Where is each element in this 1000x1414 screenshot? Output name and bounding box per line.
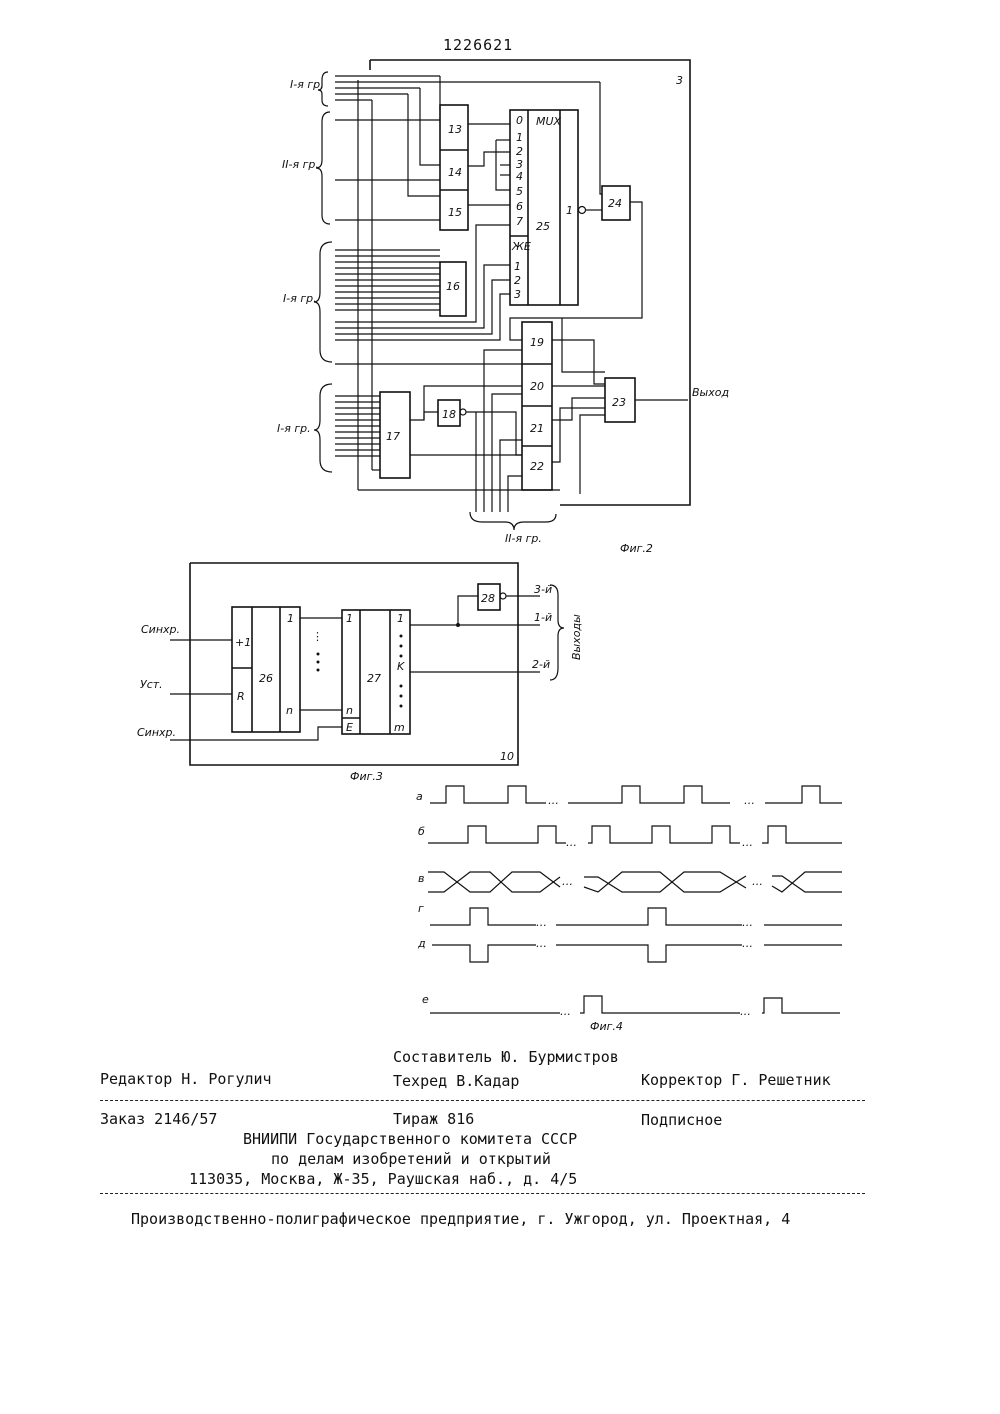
block-19: 19 [530, 336, 544, 349]
counter-reset: R [237, 690, 245, 703]
mux-input-label: 0 [516, 114, 523, 127]
fig2-group-label: II-я гр. [505, 532, 542, 545]
fig3-input-set: Уст. [140, 678, 163, 691]
mem-in1: 1 [346, 612, 353, 625]
svg-text:…: … [548, 794, 559, 807]
divider [100, 1193, 865, 1194]
block-18: 18 [442, 408, 456, 421]
counter-plus: +1 [235, 636, 251, 649]
org-line-2: по делам изобретений и открытий [271, 1150, 551, 1168]
fig3-input-sync: Синхр. [141, 623, 180, 636]
timing-row-label: а [416, 790, 423, 803]
block-14: 14 [448, 166, 462, 179]
counter-26: 26 [259, 672, 273, 685]
fig4-timing-diagram: а б в г д е Фиг.4 … … … … … … … … [416, 786, 842, 1033]
fig2-output-label: Выход [692, 386, 729, 399]
mux-input-label: 5 [516, 185, 523, 198]
fig2-group-label: I-я гр. [290, 78, 324, 91]
block-17: 17 [386, 430, 400, 443]
block-16: 16 [446, 280, 460, 293]
block-25: 25 [536, 220, 550, 233]
mux-input-label: 6 [516, 200, 523, 213]
fig4-caption: Фиг.4 [590, 1020, 623, 1033]
block-21: 21 [530, 422, 544, 435]
block-20: 20 [530, 380, 544, 393]
svg-text:…: … [566, 836, 577, 849]
svg-text:…: … [742, 916, 753, 929]
fig2-block-number: 3 [676, 74, 683, 87]
mux-input-label: 1 [516, 131, 523, 144]
timing-row-label: б [418, 825, 425, 838]
composer: Составитель Ю. Бурмистров [393, 1048, 619, 1066]
block-15: 15 [448, 206, 462, 219]
svg-text:…: … [740, 1005, 751, 1018]
fig3-output-2: 2-й [532, 658, 550, 671]
mux-input-label: 4 [516, 170, 523, 183]
timing-row-label: е [422, 993, 429, 1006]
fig3-block-number: 10 [500, 750, 514, 763]
fig2-group-label: II-я гр. [282, 158, 319, 171]
printer: Производственно-полиграфическое предприя… [131, 1210, 790, 1228]
editor: Редактор Н. Рогулич [100, 1070, 272, 1088]
fig3-caption: Фиг.3 [350, 770, 383, 783]
counter-qn: n [286, 704, 293, 717]
mux-sel-label: 1 [514, 260, 521, 273]
org-line-1: ВНИИПИ Государственного комитета СССР [243, 1130, 577, 1148]
mem-outm: m [394, 721, 405, 734]
divider [100, 1100, 865, 1101]
block-23: 23 [612, 396, 626, 409]
svg-text:…: … [742, 836, 753, 849]
fig3-output-3: 3-й [534, 583, 552, 596]
fig2-caption: Фиг.2 [620, 542, 653, 555]
svg-text:…: … [744, 794, 755, 807]
svg-text:…: … [742, 937, 753, 950]
timing-row-label: в [418, 872, 424, 885]
address: 113035, Москва, Ж-35, Раушская наб., д. … [189, 1170, 577, 1188]
block-24: 24 [608, 197, 622, 210]
fig3-outputs-label: Выходы [570, 614, 583, 660]
fig2-group-label: I-я гр. [283, 292, 317, 305]
circulation: Тираж 816 [393, 1110, 474, 1128]
counter-q1: 1 [287, 612, 294, 625]
svg-text:…: … [752, 875, 763, 888]
mem-27: 27 [367, 672, 381, 685]
svg-text:…: … [536, 937, 547, 950]
mux-ce-label: ЖЕ [511, 240, 531, 253]
mux-sel-label: 2 [514, 274, 521, 287]
svg-text:…: … [560, 1005, 571, 1018]
timing-row-label: д [417, 937, 426, 950]
corrector: Корректор Г. Решетник [641, 1071, 831, 1089]
fig2-diagram: 3 I-я гр. II-я гр. I-я гр. I-я гр. II-я … [277, 60, 729, 555]
mem-inn: n [346, 704, 353, 717]
mux-input-label: 2 [516, 145, 523, 158]
mem-outk: K [397, 660, 405, 673]
mem-out1: 1 [397, 612, 404, 625]
techred: Техред В.Кадар [393, 1072, 519, 1090]
mux-sel-label: 3 [514, 288, 521, 301]
order: Заказ 2146/57 [100, 1110, 217, 1128]
mem-enable: E [346, 721, 353, 734]
subscription: Подписное [641, 1111, 722, 1129]
svg-text:…: … [562, 875, 573, 888]
timing-row-label: г [418, 902, 424, 915]
fig2-group-label: I-я гр. [277, 422, 311, 435]
mux-input-label: 7 [516, 215, 523, 228]
fig3-output-1: 1-й [534, 611, 552, 624]
block-22: 22 [530, 460, 544, 473]
mux-out-label: 1 [566, 204, 573, 217]
mux-label: MUX [536, 115, 562, 128]
fig3-input-sync2: Синхр. [137, 726, 176, 739]
inv-28: 28 [481, 592, 495, 605]
block-13: 13 [448, 123, 462, 136]
svg-text:⋮: ⋮ [312, 630, 323, 643]
fig3-diagram: 10 Фиг.3 Синхр. Уст. Синхр. +1 R 26 1 n … [137, 563, 583, 783]
svg-text:…: … [536, 916, 547, 929]
